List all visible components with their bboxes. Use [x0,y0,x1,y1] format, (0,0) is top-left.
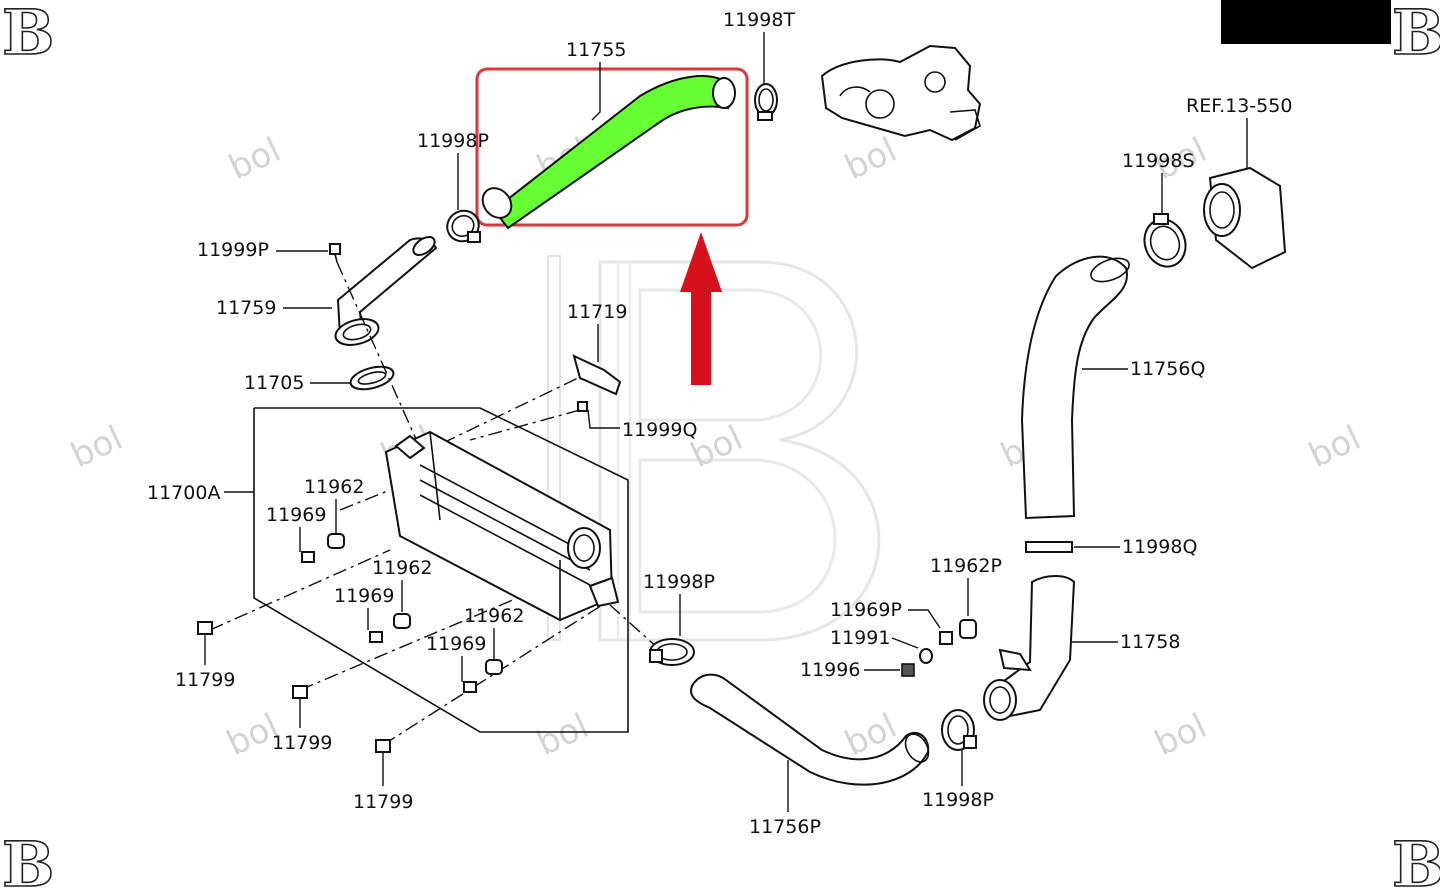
label-11998S: 11998S [1122,150,1195,172]
bol-watermark: bol [1149,706,1213,764]
label-11998Q: 11998Q [1122,536,1197,558]
clamp-11998P-mid [649,638,695,666]
hose-11756Q [1020,255,1130,520]
label-ref-13-550: REF.13-550 [1186,95,1292,117]
grommet-11962-a [327,533,345,549]
label-11962-c: 11962 [464,605,524,627]
label-11705: 11705 [244,372,304,394]
label-11700A: 11700A [147,482,220,504]
label-11998P-mid: 11998P [643,571,715,593]
label-11799-c: 11799 [353,791,413,813]
corner-logo-br: B [1392,828,1440,891]
band-11998Q [1025,541,1073,553]
corner-logo-bl: B [2,828,54,891]
label-11998T: 11998T [723,9,795,31]
grommet-11962-c [485,659,503,675]
label-11758: 11758 [1120,631,1180,653]
label-11962P: 11962P [930,555,1002,577]
group-outline-11700A [253,407,629,733]
bolt-11799-c [375,739,391,753]
washer-11991 [919,648,933,664]
bracket-11719 [572,354,622,396]
clamp-11998P-top [446,209,481,243]
clamp-11998S [1143,213,1187,268]
label-11969-c: 11969 [426,633,486,655]
label-11962-b: 11962 [372,557,432,579]
bol-watermark: bol [65,418,129,476]
intercooler [384,430,620,622]
clamp-11998P-bot [941,709,977,751]
hose-11755 [481,75,736,230]
hose-11756P [690,673,930,786]
bol-watermark: bol [1303,418,1367,476]
highlight-box [475,67,749,227]
bolt-11799-a [197,621,213,635]
corner-logo-tl: B [2,0,54,69]
label-11719: 11719 [567,301,627,323]
label-11755: 11755 [566,39,626,61]
bolt-11969-a [301,551,315,563]
label-11969-b: 11969 [334,585,394,607]
throttle-body [1203,166,1287,270]
label-11999P: 11999P [197,239,269,261]
label-11998P-top: 11998P [417,130,489,152]
label-11991: 11991 [830,627,890,649]
label-11999Q: 11999Q [622,419,697,441]
label-11996: 11996 [800,659,860,681]
bolt-11999P [329,243,341,263]
label-11998P-bot: 11998P [922,789,994,811]
bol-watermark: bol [531,706,595,764]
nut-11996 [901,663,915,677]
label-11799-b: 11799 [272,732,332,754]
bol-watermark: bol [223,130,287,188]
red-arrow [680,232,722,385]
bolt-11799-b [292,685,308,699]
grommet-11962P [959,619,977,639]
clamp-11998T [754,83,778,121]
label-11756P: 11756P [749,816,821,838]
grommet-11962-b [393,613,411,629]
label-11759: 11759 [216,297,276,319]
brand-watermark-b [547,255,881,642]
label-11799-a: 11799 [175,669,235,691]
label-11962-a: 11962 [304,476,364,498]
gasket-11705 [349,365,395,391]
bolt-11969-c [463,681,477,693]
turbocharger [820,44,982,142]
black-bar [1221,0,1391,44]
label-11969-a: 11969 [266,504,326,526]
bolt-11969P [939,631,953,645]
corner-logo-tr: B [1392,0,1440,69]
label-11969P: 11969P [830,599,902,621]
bolt-11999Q [577,401,588,412]
bol-watermark: bol [839,130,903,188]
pipe-11759 [334,236,438,346]
bolt-11969-b [369,631,383,643]
label-11756Q: 11756Q [1130,358,1205,380]
pipe-11758 [983,575,1076,721]
